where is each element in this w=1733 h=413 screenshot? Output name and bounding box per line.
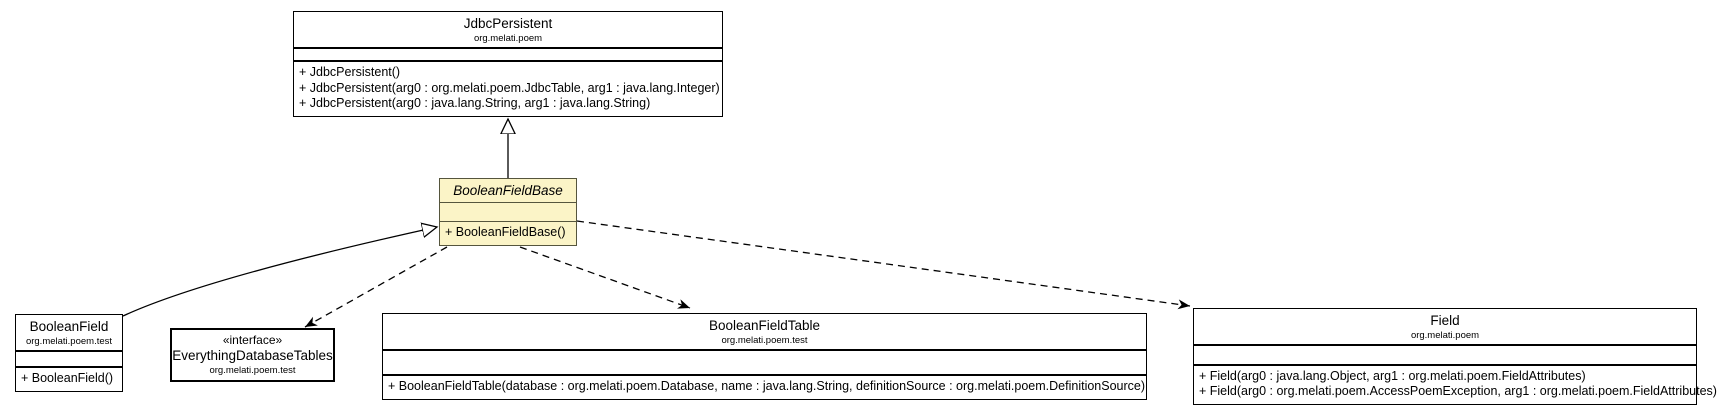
class-name: EverythingDatabaseTables xyxy=(172,348,333,364)
class-booleanfieldtable[interactable]: BooleanFieldTable org.melati.poem.test +… xyxy=(382,313,1147,400)
method-signature: + JdbcPersistent() xyxy=(299,65,401,80)
class-package: org.melati.poem.test xyxy=(209,365,296,377)
class-name: BooleanFieldTable xyxy=(708,318,821,333)
class-package: org.melati.poem.test xyxy=(25,335,113,347)
attributes-compartment xyxy=(1194,344,1696,364)
methods-compartment: + BooleanField() xyxy=(16,366,122,391)
methods-compartment: + JdbcPersistent() + JdbcPersistent(arg0… xyxy=(294,60,722,116)
methods-compartment: + BooleanFieldTable(database : org.melat… xyxy=(383,374,1146,399)
attributes-compartment xyxy=(383,349,1146,374)
method-signature: + Field(arg0 : org.melati.poem.AccessPoe… xyxy=(1199,384,1717,399)
method-signature: + BooleanFieldTable(database : org.melat… xyxy=(388,379,1146,394)
class-package: org.melati.poem xyxy=(473,32,543,44)
class-title: BooleanFieldBase xyxy=(440,179,576,202)
edge-dependency-booleanfieldbase-field xyxy=(576,220,1191,310)
class-title: BooleanFieldTable org.melati.poem.test xyxy=(383,314,1146,349)
class-jdbcpersistent[interactable]: JdbcPersistent org.melati.poem + JdbcPer… xyxy=(293,11,723,117)
method-signature: + JdbcPersistent(arg0 : org.melati.poem.… xyxy=(299,80,720,95)
class-title: Field org.melati.poem xyxy=(1194,309,1696,344)
attributes-compartment xyxy=(440,201,576,222)
method-signature: + Field(arg0 : java.lang.Object, arg1 : … xyxy=(1199,368,1586,383)
attributes-compartment xyxy=(16,350,122,366)
attributes-compartment xyxy=(294,47,722,60)
class-title: BooleanField org.melati.poem.test xyxy=(16,315,122,350)
class-name: BooleanField xyxy=(29,319,109,334)
class-package: org.melati.poem xyxy=(1410,329,1480,341)
class-name: BooleanFieldBase xyxy=(453,183,563,198)
method-signature: + BooleanField() xyxy=(21,371,114,386)
edge-dependency-booleanfieldbase-everythingdatabasetables xyxy=(304,246,448,328)
methods-compartment: + Field(arg0 : java.lang.Object, arg1 : … xyxy=(1194,363,1717,404)
class-title: JdbcPersistent org.melati.poem xyxy=(294,12,722,47)
method-signature: + BooleanFieldBase() xyxy=(445,225,566,240)
edge-generalization-booleanfield-booleanfieldbase xyxy=(122,227,437,317)
edge-dependency-booleanfieldbase-booleanfieldtable xyxy=(519,246,691,309)
class-everythingdatabasetables[interactable]: «interface» EverythingDatabaseTables org… xyxy=(170,328,335,382)
method-signature: + JdbcPersistent(arg0 : java.lang.String… xyxy=(299,96,651,111)
class-package: org.melati.poem.test xyxy=(721,334,808,346)
class-booleanfieldbase[interactable]: BooleanFieldBase + BooleanFieldBase() xyxy=(439,178,577,246)
class-field[interactable]: Field org.melati.poem + Field(arg0 : jav… xyxy=(1193,308,1717,405)
class-name: JdbcPersistent xyxy=(463,16,553,31)
class-name: Field xyxy=(1430,313,1460,328)
stereotype-label: «interface» xyxy=(222,332,283,347)
class-booleanfield[interactable]: BooleanField org.melati.poem.test + Bool… xyxy=(15,314,123,392)
methods-compartment: + BooleanFieldBase() xyxy=(440,221,576,245)
